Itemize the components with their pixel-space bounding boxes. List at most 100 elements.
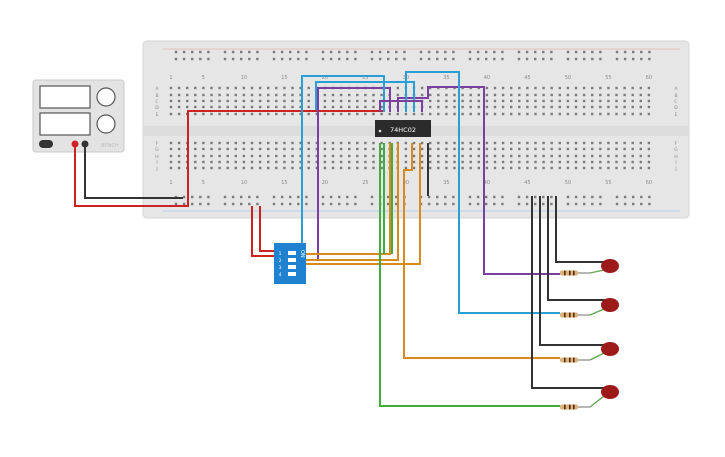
rail-hole[interactable] [468,195,472,199]
rail-hole[interactable] [231,50,235,54]
breadboard-hole[interactable] [437,154,440,158]
breadboard-hole[interactable] [267,112,270,116]
breadboard-hole[interactable] [202,93,205,97]
breadboard-hole[interactable] [339,105,343,109]
breadboard-hole[interactable] [518,147,521,151]
breadboard-hole[interactable] [542,93,545,97]
orange-wire-led[interactable] [403,143,560,359]
breadboard-hole[interactable] [283,160,286,164]
breadboard-hole[interactable] [291,160,294,164]
breadboard-hole[interactable] [542,154,545,158]
breadboard-hole[interactable] [582,160,586,164]
breadboard-hole[interactable] [493,154,497,158]
breadboard-hole[interactable] [574,112,578,116]
breadboard-hole[interactable] [461,93,464,97]
breadboard-hole[interactable] [267,160,270,164]
rail-hole[interactable] [387,57,390,61]
breadboard-hole[interactable] [194,112,197,116]
breadboard-hole[interactable] [534,166,537,170]
breadboard-hole[interactable] [420,166,424,170]
rail-hole[interactable] [354,202,357,206]
breadboard-hole[interactable] [631,86,634,90]
breadboard-hole[interactable] [258,99,262,103]
breadboard-hole[interactable] [607,86,610,90]
breadboard-hole[interactable] [226,141,229,145]
rail-hole[interactable] [395,50,398,54]
rail-hole[interactable] [419,50,423,54]
rail-hole[interactable] [395,57,398,61]
breadboard-hole[interactable] [218,160,221,164]
breadboard-hole[interactable] [323,93,327,97]
rail-hole[interactable] [436,50,439,54]
breadboard-hole[interactable] [599,93,602,97]
breadboard-hole[interactable] [169,105,173,109]
breadboard-hole[interactable] [477,160,480,164]
rail-hole[interactable] [297,50,300,54]
breadboard-hole[interactable] [380,93,383,97]
rail-hole[interactable] [248,202,251,206]
breadboard-hole[interactable] [315,166,318,170]
breadboard-hole[interactable] [186,105,189,109]
breadboard-hole[interactable] [234,105,237,109]
breadboard-hole[interactable] [445,112,448,116]
breadboard-hole[interactable] [493,166,497,170]
breadboard-hole[interactable] [242,147,246,151]
rail-hole[interactable] [387,50,390,54]
rail-hole[interactable] [329,57,333,61]
rail-hole[interactable] [476,202,480,206]
breadboard-hole[interactable] [591,166,594,170]
breadboard-hole[interactable] [372,166,375,170]
breadboard-hole[interactable] [615,99,618,103]
breadboard-hole[interactable] [283,154,286,158]
breadboard-hole[interactable] [307,99,310,103]
breadboard-hole[interactable] [566,105,570,109]
breadboard-hole[interactable] [501,154,505,158]
breadboard-hole[interactable] [307,141,310,145]
rail-hole[interactable] [623,195,627,199]
orange-wire-switch-2[interactable] [306,143,399,261]
breadboard-hole[interactable] [558,93,561,97]
breadboard-hole[interactable] [591,112,594,116]
rail-hole[interactable] [640,202,643,206]
rail-hole[interactable] [648,202,651,206]
breadboard-hole[interactable] [380,166,383,170]
rail-hole[interactable] [550,195,553,199]
breadboard-hole[interactable] [501,160,505,164]
breadboard-hole[interactable] [364,141,367,145]
breadboard-hole[interactable] [631,154,634,158]
rail-hole[interactable] [338,50,341,54]
breadboard-hole[interactable] [469,141,472,145]
rail-hole[interactable] [280,57,284,61]
breadboard-hole[interactable] [218,112,221,116]
led[interactable] [601,259,619,273]
breadboard-hole[interactable] [639,141,642,145]
breadboard-hole[interactable] [599,86,602,90]
rail-hole[interactable] [338,57,341,61]
rail-hole[interactable] [632,57,635,61]
breadboard-hole[interactable] [356,141,359,145]
breadboard-hole[interactable] [420,141,424,145]
breadboard-hole[interactable] [445,105,448,109]
breadboard-hole[interactable] [558,86,561,90]
breadboard-hole[interactable] [226,99,229,103]
breadboard-hole[interactable] [469,147,472,151]
breadboard-hole[interactable] [485,160,489,164]
breadboard-hole[interactable] [315,160,318,164]
breadboard-hole[interactable] [250,112,254,116]
rail-hole[interactable] [305,202,308,206]
breadboard-hole[interactable] [372,93,375,97]
breadboard-hole[interactable] [582,93,586,97]
rail-hole[interactable] [182,202,186,206]
breadboard-hole[interactable] [177,105,181,109]
breadboard-hole[interactable] [461,105,464,109]
breadboard-hole[interactable] [275,105,278,109]
breadboard-hole[interactable] [258,154,262,158]
breadboard-hole[interactable] [518,93,521,97]
breadboard-hole[interactable] [169,166,173,170]
rail-hole[interactable] [542,195,545,199]
breadboard-hole[interactable] [493,147,497,151]
breadboard-hole[interactable] [461,112,464,116]
rail-hole[interactable] [542,57,545,61]
breadboard-hole[interactable] [267,99,270,103]
rail-hole[interactable] [191,195,194,199]
